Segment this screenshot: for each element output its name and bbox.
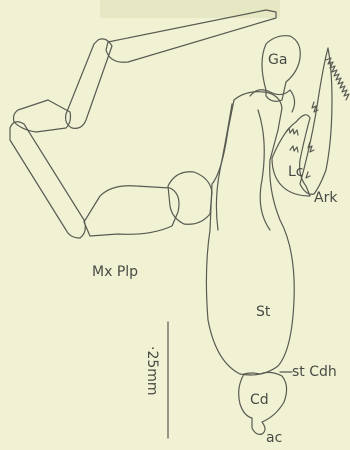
lacinia-teeth xyxy=(286,128,298,152)
palp-segment-1 xyxy=(10,122,85,238)
label-maxillary-palp: Mx Plp xyxy=(92,264,138,280)
maxillary-palp xyxy=(10,10,276,238)
palp-segment-basal xyxy=(84,186,179,236)
label-stipes: St xyxy=(256,304,271,320)
stipes-outline xyxy=(206,92,294,375)
ark xyxy=(300,48,349,194)
palpifer xyxy=(168,172,212,225)
label-stipes-cardo-hinge: st Cdh xyxy=(292,364,337,380)
label-ac: ac xyxy=(266,430,282,446)
palp-segment-2 xyxy=(14,100,71,132)
galea xyxy=(250,36,300,112)
scale-bar-label: ·25mm xyxy=(144,346,160,396)
faded-header-strip xyxy=(100,0,280,18)
stipes xyxy=(206,92,294,375)
ark-outline xyxy=(300,48,332,194)
stipes-suture xyxy=(258,110,270,230)
label-galea: Ga xyxy=(268,52,287,68)
lacinia xyxy=(272,115,310,196)
label-cardo: Cd xyxy=(250,392,269,408)
label-ark: Ark xyxy=(314,190,338,206)
lacinia-outline xyxy=(272,115,310,196)
palp-segment-3 xyxy=(66,39,112,128)
label-lacinia: Lc xyxy=(288,164,304,180)
